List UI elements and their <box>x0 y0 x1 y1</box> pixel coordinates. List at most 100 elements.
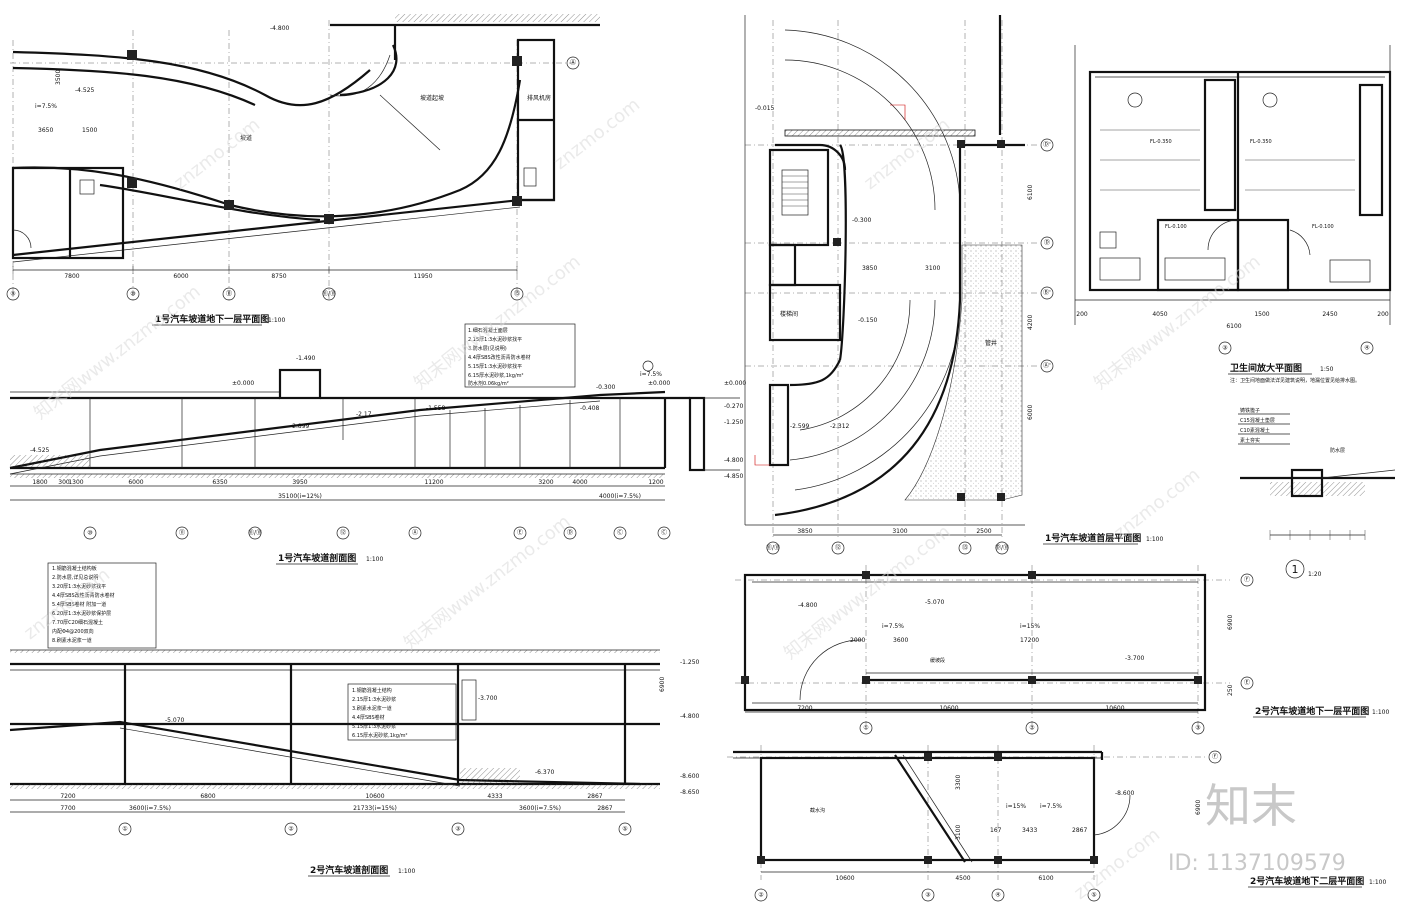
drawing-title-ramp1-section: 1号汽车坡道剖面图 <box>278 552 356 564</box>
svg-text:6.15厚水泥砂浆,1kg/m²: 6.15厚水泥砂浆,1kg/m² <box>352 732 408 739</box>
dim-text: 6900 <box>1227 615 1234 630</box>
svg-text:4050: 4050 <box>1152 311 1167 318</box>
dim-text: 6900 <box>659 677 666 692</box>
svg-text:素土夯实: 素土夯实 <box>1240 437 1260 444</box>
level-mark: -4.525 <box>30 447 50 454</box>
dim-text: 3650 <box>38 127 53 134</box>
level-mark: -8.600 <box>1115 790 1135 797</box>
svg-text:⑪: ⑪ <box>226 290 232 298</box>
svg-text:C10素混凝土: C10素混凝土 <box>1240 427 1270 434</box>
svg-text:⑩: ⑩ <box>130 291 135 298</box>
slope-label: i=15% <box>1020 623 1040 630</box>
svg-text:Ⓓ: Ⓓ <box>1044 239 1050 247</box>
svg-text:Ⓓ/⑪: Ⓓ/⑪ <box>995 544 1009 552</box>
level-mark: ±0.000 <box>232 380 254 387</box>
svg-text:①: ① <box>122 826 127 833</box>
svg-text:⑨: ⑨ <box>10 291 15 298</box>
svg-text:znzmo.com: znzmo.com <box>1070 824 1164 903</box>
svg-text:⑪/⑪: ⑪/⑪ <box>322 290 336 298</box>
level-mark: -5.070 <box>925 599 945 606</box>
svg-text:200: 200 <box>1076 311 1088 318</box>
level-mark: FL-0.100 <box>1165 224 1187 230</box>
ramp2-section: 1.钢筋混凝土结构板 2.防水层,详见总说明 3.20厚1:3水泥砂浆找平 4.… <box>9 562 700 877</box>
ramp2-b1-plan: -4.800 -5.070 -3.700 i=7.5% i=15% 2000 3… <box>735 565 1389 735</box>
scale-label: 1:100 <box>366 556 383 563</box>
svg-text:3950: 3950 <box>292 479 307 486</box>
level-mark: -6.370 <box>535 769 555 776</box>
slope-label: i=7.5% <box>35 103 57 110</box>
level-mark: -3.700 <box>478 695 498 702</box>
svg-text:①: ① <box>863 725 868 732</box>
ramp1-b1-plan: -4.800 -4.525 i=7.5% 3650 1500 3500 坡道 坡… <box>6 14 600 326</box>
axis-bubbles: ② ③ ④ ⑤ Ⓕ <box>754 750 1222 902</box>
dim-text: 6000 <box>173 273 188 280</box>
dims-ramp2-section: 7200 6800 10600 4333 2867 7700 3600(i=7.… <box>60 793 612 812</box>
level-mark: ±0.000 <box>724 380 746 387</box>
svg-text:⑤: ⑤ <box>622 826 627 833</box>
svg-text:4000(i=7.5%): 4000(i=7.5%) <box>599 493 641 500</box>
dim-text: 167 <box>990 827 1002 834</box>
svg-text:③: ③ <box>455 826 460 833</box>
dim-text: 1500 <box>82 127 97 134</box>
image-id: ID: 1137109579 <box>1168 851 1346 876</box>
svg-text:7.70厚C20细石混凝土: 7.70厚C20细石混凝土 <box>52 619 103 626</box>
detail-number: 1 <box>1292 563 1299 576</box>
level-mark: -0.015 <box>755 105 775 112</box>
svg-text:1300: 1300 <box>68 479 83 486</box>
room-label: 坡道起坡 <box>420 94 444 102</box>
svg-text:Ⓐ: Ⓐ <box>412 529 418 537</box>
svg-text:⑫: ⑫ <box>340 529 346 537</box>
svg-text:1.细石混凝土面层: 1.细石混凝土面层 <box>468 327 508 334</box>
svg-text:⑪/⑪: ⑪/⑪ <box>248 529 262 537</box>
level-mark: -2.312 <box>830 423 850 430</box>
svg-text:300: 300 <box>58 479 70 486</box>
svg-text:1.钢筋混凝土结构: 1.钢筋混凝土结构 <box>352 687 392 694</box>
svg-text:⑪/⑪: ⑪/⑪ <box>766 544 780 552</box>
dims-ramp1-section: 1800 300 1300 6000 6350 3950 11200 3200 … <box>32 479 663 500</box>
svg-text:1.钢筋混凝土结构板: 1.钢筋混凝土结构板 <box>52 565 97 572</box>
svg-text:④: ④ <box>995 892 1000 899</box>
svg-text:znzmo.com: znzmo.com <box>1110 464 1204 544</box>
svg-text:3.刷素水泥浆一道: 3.刷素水泥浆一道 <box>352 705 392 712</box>
dim-text: 3100 <box>892 528 907 535</box>
svg-text:Ⓔ: Ⓔ <box>517 529 523 537</box>
svg-text:8.刷素水泥浆一道: 8.刷素水泥浆一道 <box>52 637 92 644</box>
ramp1-ground-plan: -0.015 -0.300 -0.150 -2.599 -2.312 楼梯间 管… <box>744 15 1163 555</box>
svg-text:知末网www.znzmo.com: 知末网www.znzmo.com <box>780 521 954 664</box>
svg-text:5.15厚1:3水泥砂浆: 5.15厚1:3水泥砂浆 <box>352 723 396 730</box>
dim-text: 6900 <box>1195 800 1202 815</box>
svg-text:znzmo.com: znzmo.com <box>550 94 644 174</box>
room-label: 缓坡段 <box>930 657 945 664</box>
slope-label: i=7.5% <box>882 623 904 630</box>
detail-notes: 铸铁篦子 C15混凝土垫层 C10素混凝土 素土夯实 防水层 <box>1240 407 1345 454</box>
svg-text:③: ③ <box>1222 345 1227 352</box>
svg-text:②: ② <box>288 826 294 833</box>
dim-text: 11950 <box>413 273 432 280</box>
svg-text:⑬: ⑬ <box>962 544 968 552</box>
svg-text:4000: 4000 <box>572 479 587 486</box>
svg-text:10600: 10600 <box>1105 705 1124 712</box>
svg-text:3.20厚1:3水泥砂浆找平: 3.20厚1:3水泥砂浆找平 <box>52 583 106 590</box>
svg-text:2450: 2450 <box>1322 311 1337 318</box>
svg-text:⑤: ⑤ <box>1091 892 1096 899</box>
dim-text: 6000 <box>1027 405 1034 420</box>
dim-text: 6100 <box>1027 185 1034 200</box>
legend-ramp2-top: 1.钢筋混凝土结构板 2.防水层,详见总说明 3.20厚1:3水泥砂浆找平 4.… <box>52 565 115 644</box>
svg-text:35100(i=12%): 35100(i=12%) <box>278 493 322 500</box>
svg-text:3600(i=7.5%): 3600(i=7.5%) <box>519 805 561 812</box>
room-label: 坡道 <box>240 134 252 142</box>
drawing-title-ramp2-section: 2号汽车坡道剖面图 <box>310 864 388 876</box>
scale-label: 1:100 <box>398 868 415 875</box>
svg-text:防水剂0.06kg/m²: 防水剂0.06kg/m² <box>468 380 509 387</box>
room-label: 截水沟 <box>810 807 825 814</box>
dim-text: 2867 <box>1072 827 1087 834</box>
brand-logo-text: 知末 <box>1205 779 1297 833</box>
dims-ramp2-b2: 10600 4500 6100 <box>835 875 1053 882</box>
svg-text:2.15厚1:3水泥砂浆找平: 2.15厚1:3水泥砂浆找平 <box>468 336 522 343</box>
dim-text: 2500 <box>976 528 991 535</box>
svg-text:③: ③ <box>925 892 930 899</box>
svg-text:1800: 1800 <box>32 479 47 486</box>
svg-text:知末网www.znzmo.com: 知末网www.znzmo.com <box>30 281 204 424</box>
svg-text:3600(i=7.5%): 3600(i=7.5%) <box>129 805 171 812</box>
